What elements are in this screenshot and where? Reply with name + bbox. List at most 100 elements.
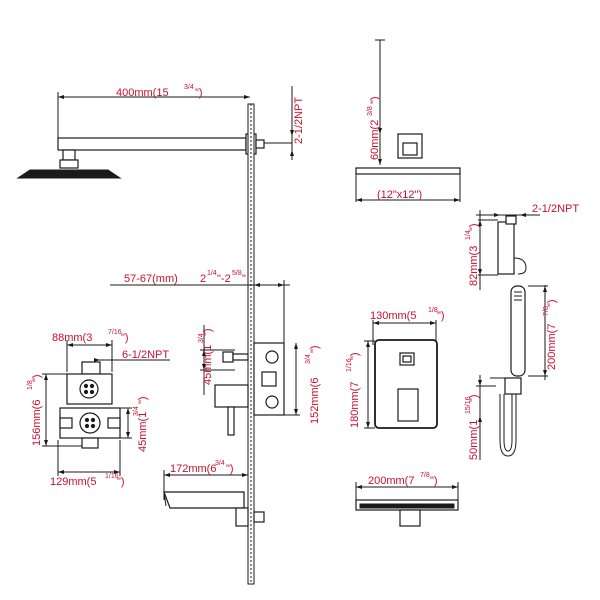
holder-height-end: ") [468, 223, 480, 231]
trim-height-label: 180mm(7 [349, 382, 361, 428]
handle-depth-end: ") [137, 396, 149, 404]
valve-inner-label: 45mm(1 [202, 345, 214, 385]
elbow-height-end: ") [468, 394, 480, 402]
valve-upper-cartridge [79, 379, 99, 399]
wall-elbow [504, 377, 522, 395]
valve-right-inlet [107, 417, 121, 429]
valve-height-end: ") [31, 374, 43, 382]
spout-width-fraction: 7/8 [420, 472, 430, 479]
valve-base-fraction: 1/16 [105, 473, 119, 480]
valve-cartridge [261, 371, 277, 387]
shower-arm-assembly: 400mm(15 3/4 ") 2-1/2NPT [16, 84, 305, 179]
holder-bracket [497, 221, 515, 275]
tub-spout-top: 200mm(7 7/8 ") [355, 472, 459, 527]
handle-depth-label: 45mm(1 [137, 412, 149, 452]
hand-shower-wand [510, 285, 526, 377]
handle-depth-fraction: 3/4 [133, 406, 140, 416]
elbow-height-fraction: 15/16 [465, 396, 472, 414]
spout-top-mount [399, 509, 421, 527]
rough-in-valve-front: 88mm(3 7/16 ") 6-1/2NPT 156mm(6 1/8 ") 4… [27, 329, 170, 488]
trim-width-label: 130mm(5 [370, 310, 416, 322]
hand-length-fraction: 7/8 [543, 306, 550, 316]
wall-depth-frac1: 1/4 [207, 270, 217, 277]
valve-width-fraction: 7/16 [108, 329, 122, 336]
wall-depth-inch: 2 [200, 273, 206, 285]
trim-height-end: ") [349, 352, 361, 360]
spout-length-fraction: 3/4 [215, 460, 225, 467]
valve-lower-cartridge [79, 412, 101, 434]
tub-spout-side: 172mm(6 3/4 ") [163, 460, 265, 527]
valve-thread-label: 6-1/2NPT [122, 349, 169, 361]
valve-top-port [222, 351, 234, 363]
holder-hook [513, 257, 527, 275]
spout-width-label: 200mm(7 [368, 475, 414, 487]
hand-shower-holder: 2-1/2NPT 82mm(3 1/4 ") [465, 203, 579, 290]
valve-height-label: 156mm(6 [31, 400, 43, 446]
valve-base-label: 129mm(5 [50, 476, 96, 488]
valve-handle-side [214, 384, 249, 408]
valve-lever [227, 406, 235, 436]
body-height-end: ") [309, 345, 321, 353]
spout-length-label: 172mm(6 [170, 463, 216, 475]
wall-depth-label: 57-67(mm) [124, 273, 178, 285]
head-height-label: 60mm(2 [369, 120, 381, 160]
body-height-fraction: 3/4 [305, 354, 312, 364]
wall-depth-dimension: 57-67(mm) 2 1/4 "-2 5/8 " [110, 270, 290, 345]
hand-thread-label: 2-1/2NPT [532, 203, 579, 215]
valve-width-end: ") [121, 332, 129, 344]
holder-outlet [505, 215, 517, 225]
valve-inner-end: ") [202, 328, 214, 336]
head-size-label: (12"x12") [377, 189, 422, 201]
wall-depth-end: " [242, 273, 246, 285]
spout-width-end: ") [430, 475, 438, 487]
rain-head-plate [355, 167, 461, 175]
trim-plate-front: 130mm(5 1/8 ") 180mm(7 1/16 ") [346, 307, 445, 429]
head-connector-inner [402, 142, 418, 156]
trim-height-fraction: 1/16 [346, 358, 353, 372]
elbow-height-label: 50mm(1 [468, 420, 480, 460]
arm-length-label: 400mm(15 [116, 87, 169, 99]
hand-length-end: ") [546, 299, 558, 307]
arm-thread-label: 2-1/2NPT [293, 97, 305, 144]
arm-length-fraction: 3/4 [184, 84, 194, 91]
body-height-label: 152mm(6 [309, 378, 321, 424]
arm-length-end: ") [195, 87, 203, 99]
trim-width-fraction: 1/8 [428, 307, 438, 314]
arm-thread-stub [255, 139, 265, 149]
valve-upper-outlet [265, 350, 279, 364]
valve-side-view: 45mm(1 3/4 ") 152mm(6 3/4 ") [198, 325, 321, 436]
valve-top-stub [81, 361, 101, 375]
ball-joint [62, 149, 76, 161]
hose-loop [499, 394, 517, 457]
shower-arm [57, 137, 247, 151]
valve-height-fraction: 1/8 [27, 380, 34, 390]
wall-depth-frac2: 5/8 [232, 270, 242, 277]
rain-head-side [16, 169, 122, 179]
spout-wall-mount [235, 507, 249, 527]
spout-thread [253, 511, 265, 523]
head-connector [59, 159, 79, 169]
wall-depth-mid: "-2 [217, 273, 231, 285]
valve-lower-outlet [265, 395, 279, 409]
valve-base-end: ") [117, 476, 125, 488]
trim-lever [397, 388, 419, 422]
head-height-fraction: 3/8 [367, 106, 374, 116]
spout-length-end: ") [226, 463, 234, 475]
valve-bottom-stub [81, 437, 99, 449]
head-height-end: ") [369, 96, 381, 104]
spout-body [163, 491, 245, 509]
trim-plate [374, 339, 438, 429]
wall-section [247, 103, 255, 585]
valve-top-pipe [232, 353, 249, 361]
hand-length-label: 200mm(7 [546, 324, 558, 370]
holder-height-label: 82mm(3 [468, 246, 480, 286]
trim-width-end: ") [437, 310, 445, 322]
hand-shower-assembly: 200mm(7 7/8 ") 50mm(1 15/16 ") [465, 285, 558, 460]
rain-head-front-view: 60mm(2 3/8 ") (12"x12") [355, 39, 461, 202]
valve-width-label: 88mm(3 [52, 332, 92, 344]
holder-height-fraction: 1/4 [465, 230, 472, 240]
valve-inner-fraction: 3/4 [198, 333, 205, 343]
valve-left-inlet [59, 417, 73, 429]
